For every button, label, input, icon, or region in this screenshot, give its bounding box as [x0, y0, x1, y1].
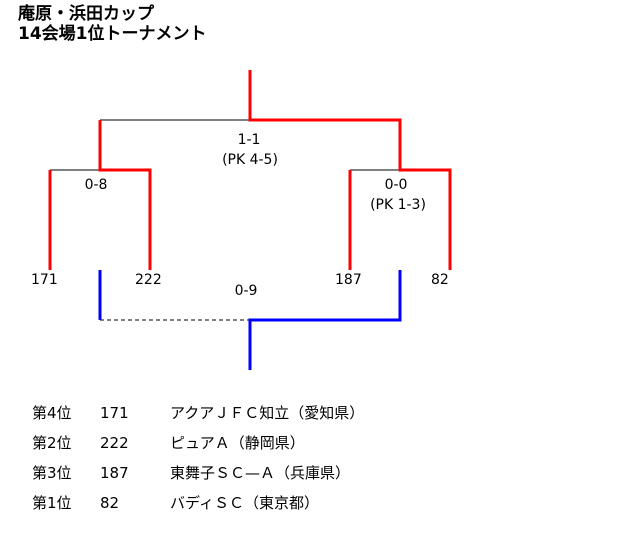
team-name: 東舞子ＳＣ—Ａ（兵庫県） — [170, 464, 351, 482]
semi-left-winner-path — [98, 120, 152, 270]
team-number: 187 — [100, 464, 129, 482]
final-winner-path — [248, 70, 452, 270]
final-score: 1-1 — [238, 132, 261, 148]
final-pk: (PK 4-5) — [222, 152, 278, 168]
bracket-diagram: 171 222 187 82 1-1 (PK 4-5) 0-8 0-0 (PK … — [31, 70, 452, 370]
team-name: ピュアＡ（静岡県） — [170, 434, 305, 452]
team-name: バディＳＣ（東京都） — [170, 494, 319, 512]
team-label: 82 — [431, 272, 449, 288]
third-place-score: 0-9 — [235, 283, 258, 299]
team-label: 187 — [335, 272, 362, 288]
semi-right-score: 0-0 — [385, 177, 408, 193]
team-label: 222 — [135, 272, 162, 288]
rank: 第1位 — [32, 494, 72, 512]
rank: 第4位 — [32, 404, 72, 422]
semi-right-pk: (PK 1-3) — [370, 197, 426, 213]
team-name: アクアＪＦＣ知立（愛知県） — [170, 404, 365, 422]
team-number: 222 — [100, 434, 129, 452]
rank: 第2位 — [32, 434, 72, 452]
semi-left-score: 0-8 — [85, 177, 108, 193]
rank: 第3位 — [32, 464, 72, 482]
team-number: 82 — [100, 494, 120, 512]
third-winner-path — [248, 270, 402, 370]
tournament-subtitle: 14会場1位トーナメント — [18, 24, 207, 44]
team-label: 171 — [31, 272, 58, 288]
team-number: 171 — [100, 404, 129, 422]
tournament-title: 庵原・浜田カップ — [18, 4, 154, 24]
